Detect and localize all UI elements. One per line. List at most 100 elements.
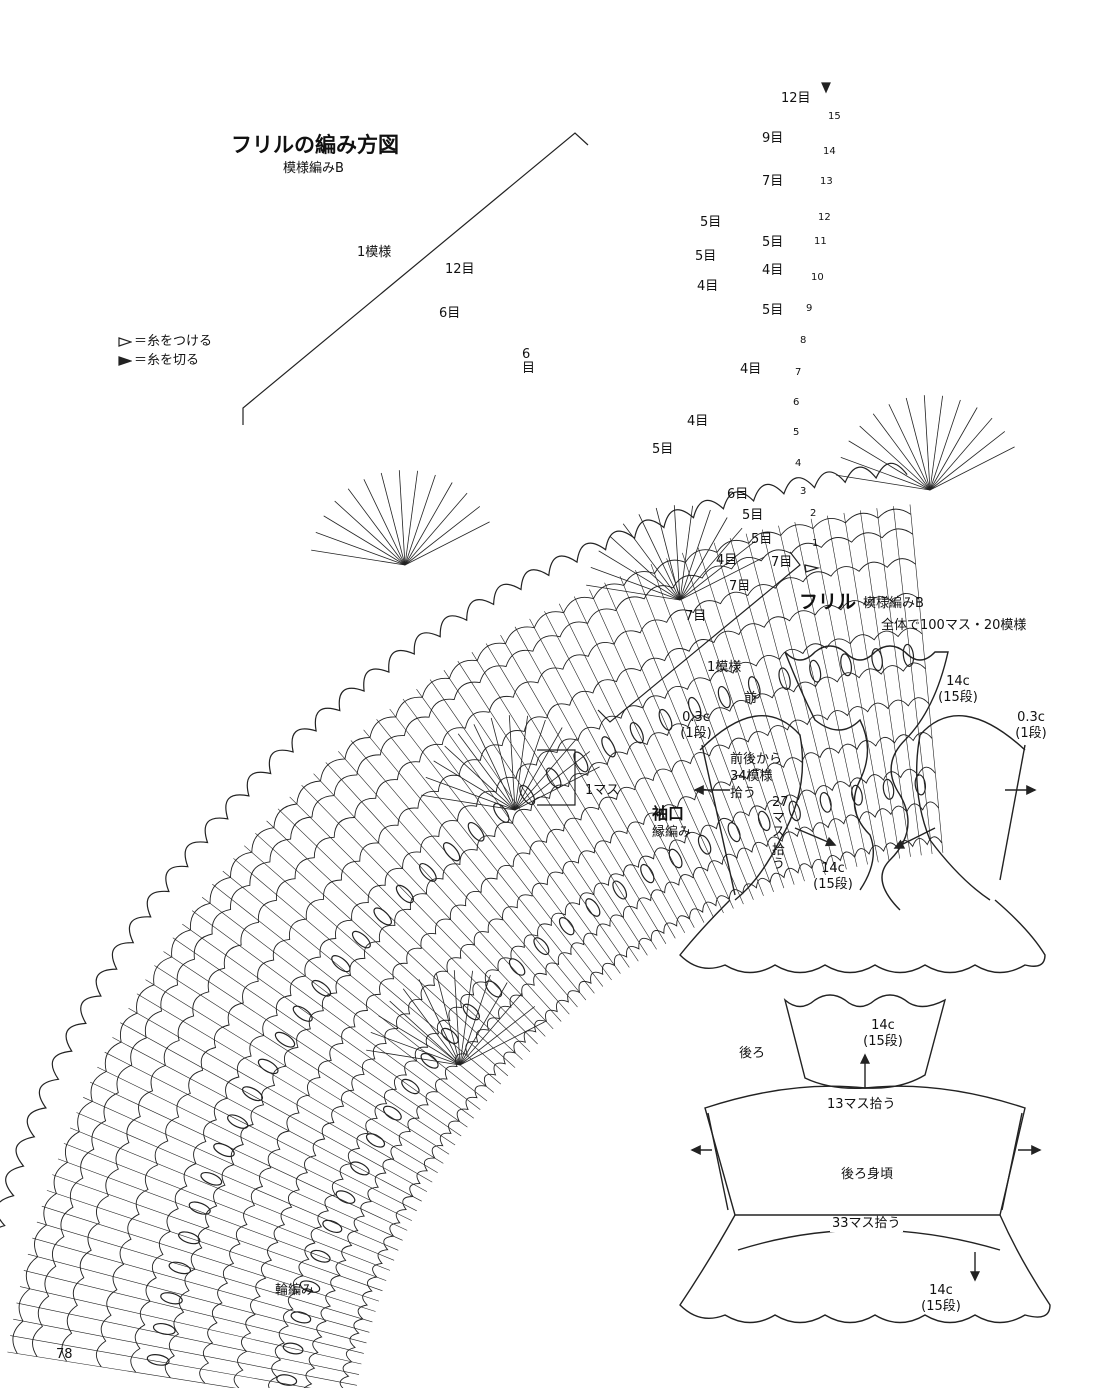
stitch-label: 5目 — [700, 215, 722, 230]
back-bottom-rows: (15段) — [921, 1299, 961, 1314]
stitch-spoke — [485, 643, 667, 944]
edge-left-size: 0.3c — [682, 710, 710, 725]
pick-text-3: 拾う — [730, 786, 757, 801]
stitch-spoke — [457, 660, 648, 956]
cluster-stitch — [809, 659, 822, 683]
back-label: 後ろ — [739, 1046, 766, 1061]
stitch-spoke — [389, 708, 604, 987]
cluster-stitch — [322, 1219, 343, 1234]
schematic-subtitle: 模様編みB — [863, 596, 924, 611]
shell-spoke — [404, 482, 453, 566]
chart-title: フリルの編み方図 — [231, 133, 399, 157]
cluster-stitch — [241, 1086, 264, 1102]
cluster-stitch — [585, 898, 601, 917]
stitch-label: 5目 — [762, 303, 784, 318]
row-number: 7 — [795, 367, 802, 378]
shell-spoke — [433, 760, 516, 811]
stitch-spoke — [500, 634, 676, 939]
row-number: 3 — [800, 486, 807, 497]
stitch-spoke — [589, 589, 734, 909]
stitch-spoke — [163, 951, 456, 1146]
cluster-stitch — [152, 1322, 176, 1336]
shell-spoke — [323, 515, 406, 566]
cluster-stitch — [462, 1003, 480, 1021]
front-frill-size: 14c — [946, 674, 970, 689]
stitch-spoke — [778, 525, 858, 867]
stitch-label: 5目 — [751, 532, 773, 547]
shell-spoke — [459, 970, 473, 1066]
stitch-spoke — [120, 1022, 428, 1192]
cluster-stitch — [519, 784, 536, 806]
arrow-back-left-head — [690, 1144, 701, 1156]
front-frill-inner-edge — [784, 651, 874, 891]
cluster-stitch — [467, 822, 485, 842]
legend-attach: ＝糸をつける — [118, 330, 212, 349]
edge-right-size: 0.3c — [1017, 710, 1045, 725]
shell-spoke — [459, 982, 508, 1066]
shell-spoke — [473, 724, 516, 811]
stitch-spoke — [666, 558, 785, 889]
back-top-rows: (15段) — [863, 1034, 903, 1049]
stitch-spoke — [7, 1351, 237, 1388]
cluster-stitch — [420, 1052, 439, 1069]
stitch-spoke — [762, 529, 847, 870]
row-number: 2 — [810, 508, 817, 519]
page-number: 78 — [56, 1347, 73, 1362]
stitch-spoke — [443, 670, 639, 962]
stitch-spoke — [429, 679, 630, 968]
cluster-stitch — [282, 1342, 304, 1355]
pick-text-2: 34模様 — [730, 769, 773, 784]
stitch-label: 5目 — [652, 442, 674, 457]
shell-spoke — [378, 1015, 461, 1066]
stitch-spoke — [338, 751, 570, 1015]
attach-yarn-icon — [118, 336, 133, 347]
cluster-stitch — [629, 722, 644, 744]
stitch-spoke — [827, 515, 890, 861]
back-cuff-right — [1001, 1112, 1023, 1211]
cluster-stitch — [331, 955, 351, 973]
stitch-spoke — [876, 508, 922, 856]
cluster-stitch — [757, 810, 771, 832]
stitch-spoke — [16, 1302, 360, 1375]
stitch-label: 4目 — [762, 263, 784, 278]
cluster-stitch — [612, 880, 628, 900]
front-frill-rows: (15段) — [938, 690, 978, 705]
cluster-stitch — [146, 1354, 170, 1366]
pick-27-action: 拾う — [772, 843, 786, 873]
shell-spoke — [334, 500, 406, 566]
stitch-spoke — [313, 773, 554, 1030]
cluster-stitch — [902, 643, 915, 667]
stitch-spoke — [154, 965, 450, 1155]
back-top-size: 14c — [871, 1018, 895, 1033]
stitch-spoke — [301, 784, 546, 1037]
cluster-stitch — [533, 937, 550, 956]
front-left-panel — [699, 715, 804, 901]
cluster-stitch — [213, 1142, 235, 1158]
cluster-stitch — [373, 907, 392, 926]
shell-spoke — [929, 417, 993, 491]
stitch-spoke — [182, 923, 468, 1128]
stitch-spoke — [471, 652, 657, 950]
stitch-label: 6目 — [439, 306, 461, 321]
shell-spoke — [929, 399, 961, 491]
shell-spoke — [848, 440, 931, 491]
stitch-spoke — [104, 1051, 417, 1212]
shell-spoke — [435, 972, 461, 1066]
shell-spoke — [929, 395, 943, 491]
row-number: 14 — [823, 146, 836, 157]
shell-spoke — [311, 549, 406, 566]
shell-spoke — [459, 1021, 545, 1066]
shell-spoke — [347, 488, 406, 566]
shell-spoke — [490, 717, 516, 811]
shell-spoke — [315, 532, 406, 566]
cluster-stitch — [851, 784, 863, 806]
stitch-label: 7目 — [762, 174, 784, 189]
shell-spoke — [514, 737, 578, 811]
cluster-stitch — [290, 1311, 312, 1324]
cluster-stitch — [257, 1058, 279, 1075]
stitch-spoke — [729, 538, 826, 875]
cuff-subtitle: 縁編み — [652, 825, 692, 840]
cluster-stitch — [299, 1280, 321, 1293]
stitch-label: 4目 — [687, 414, 709, 429]
